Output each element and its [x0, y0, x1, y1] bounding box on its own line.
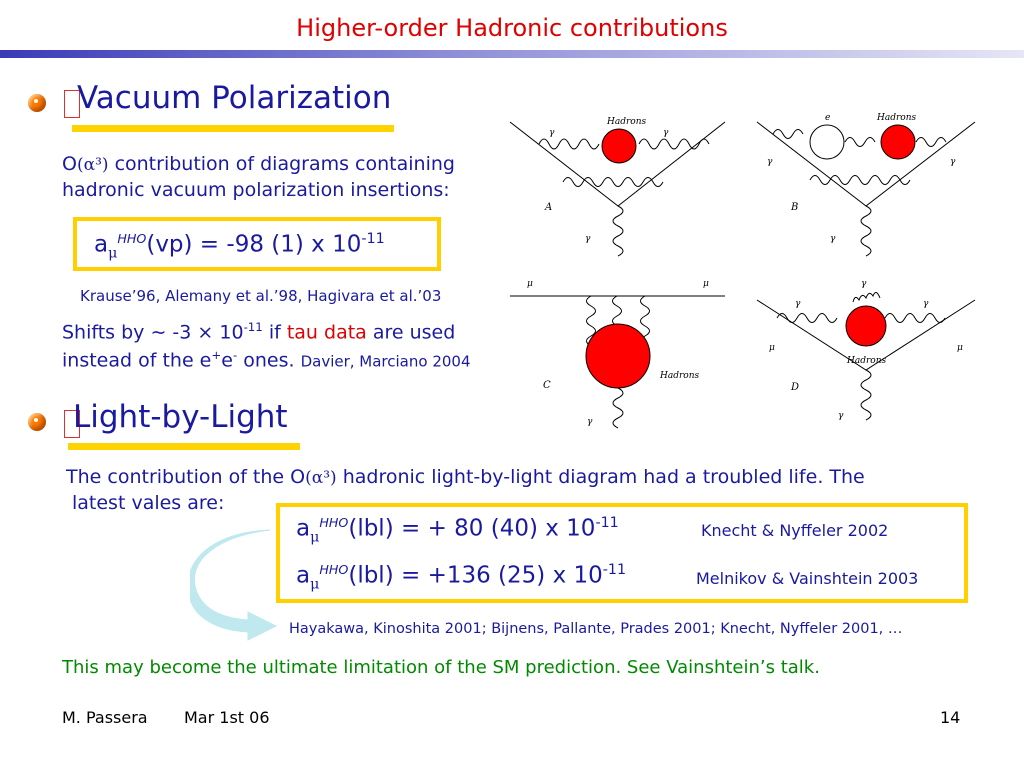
lbl-paragraph-line1: The contribution of the O(α³) hadronic l…: [66, 466, 865, 488]
svg-text:γ: γ: [585, 234, 591, 244]
lbl-result-box: [276, 503, 968, 603]
section-heading-light-by-light: Light-by-Light: [73, 399, 288, 435]
svg-text:γ: γ: [795, 299, 801, 309]
svg-text:μ: μ: [769, 343, 775, 353]
davier-citation: Davier, Marciano 2004: [300, 352, 471, 371]
svg-text:γ: γ: [767, 157, 773, 167]
diagram-a-label: A: [544, 202, 552, 213]
shift-line1: Shifts by ∼ -3 × 10-11 if tau data are u…: [62, 320, 456, 344]
section-heading-vacuum-polarization: Vacuum Polarization: [77, 80, 392, 116]
diagram-b: [756, 121, 976, 257]
diagram-c-label: C: [543, 380, 551, 391]
svg-text:Hadrons: Hadrons: [606, 117, 646, 127]
svg-text:γ: γ: [663, 128, 669, 138]
svg-text:Hadrons: Hadrons: [659, 371, 699, 381]
footer-page-number: 14: [940, 708, 961, 727]
diagram-d: [756, 292, 976, 421]
curved-arrow-icon: [190, 529, 278, 641]
slide-title: Higher-order Hadronic contributions: [296, 14, 728, 42]
svg-text:e: e: [825, 113, 830, 123]
tau-data-text: tau data: [286, 321, 367, 344]
heading-underline: [72, 125, 394, 132]
svg-text:μ: μ: [957, 343, 963, 353]
svg-text:γ: γ: [830, 234, 836, 244]
footer-date: Mar 1st 06: [184, 708, 270, 727]
footer-author: M. Passera: [62, 708, 148, 727]
diagram-d-label: D: [790, 382, 799, 393]
vp-citation: Krause’96, Alemany et al.’98, Hagivara e…: [80, 287, 442, 305]
conclusion-text: This may become the ultimate limitation …: [62, 657, 820, 678]
vp-intro-line1: O(α³) contribution of diagrams containin…: [62, 153, 455, 175]
lbl-citation-2: Melnikov & Vainshtein 2003: [696, 569, 919, 588]
missing-glyph-icon: [64, 410, 80, 438]
lbl-paragraph-line2: latest vales are:: [72, 492, 225, 514]
shift-line2: instead of the e+e- ones. Davier, Marcia…: [62, 348, 471, 372]
lbl-equation-1: aμHHO(lbl) = + 80 (40) x 10-11: [296, 515, 619, 546]
diagram-c: [510, 295, 725, 429]
svg-text:Hadrons: Hadrons: [876, 113, 916, 123]
vp-equation: aμHHO(vp) = -98 (1) x 10-11: [94, 231, 385, 262]
title-gradient-bar: [0, 50, 1024, 58]
missing-glyph-icon: [64, 90, 80, 118]
lbl-references: Hayakawa, Kinoshita 2001; Bijnens, Palla…: [289, 621, 903, 637]
lbl-citation-1: Knecht & Nyffeler 2002: [701, 521, 889, 540]
svg-text:γ: γ: [838, 411, 844, 421]
svg-text:Hadrons: Hadrons: [846, 356, 886, 366]
feynman-diagrams: γ γ Hadrons A γ e Hadrons γ γ B γ μ μ Ha…: [509, 113, 976, 429]
svg-text:μ: μ: [527, 279, 533, 289]
svg-text:μ: μ: [703, 279, 709, 289]
diagram-b-label: B: [790, 202, 798, 213]
vp-intro-line2: hadronic vacuum polarization insertions:: [62, 179, 450, 201]
vp-result-box: [73, 217, 441, 271]
heading-underline: [68, 443, 300, 450]
svg-text:γ: γ: [923, 299, 929, 309]
svg-text:γ: γ: [587, 417, 593, 427]
bullet-icon: [28, 94, 46, 112]
diagram-a: [509, 121, 726, 257]
bullet-icon: [28, 413, 46, 431]
svg-text:γ: γ: [861, 279, 867, 289]
svg-text:γ: γ: [950, 157, 956, 167]
svg-text:γ: γ: [549, 128, 555, 138]
lbl-equation-2: aμHHO(lbl) = +136 (25) x 10-11: [296, 562, 627, 593]
